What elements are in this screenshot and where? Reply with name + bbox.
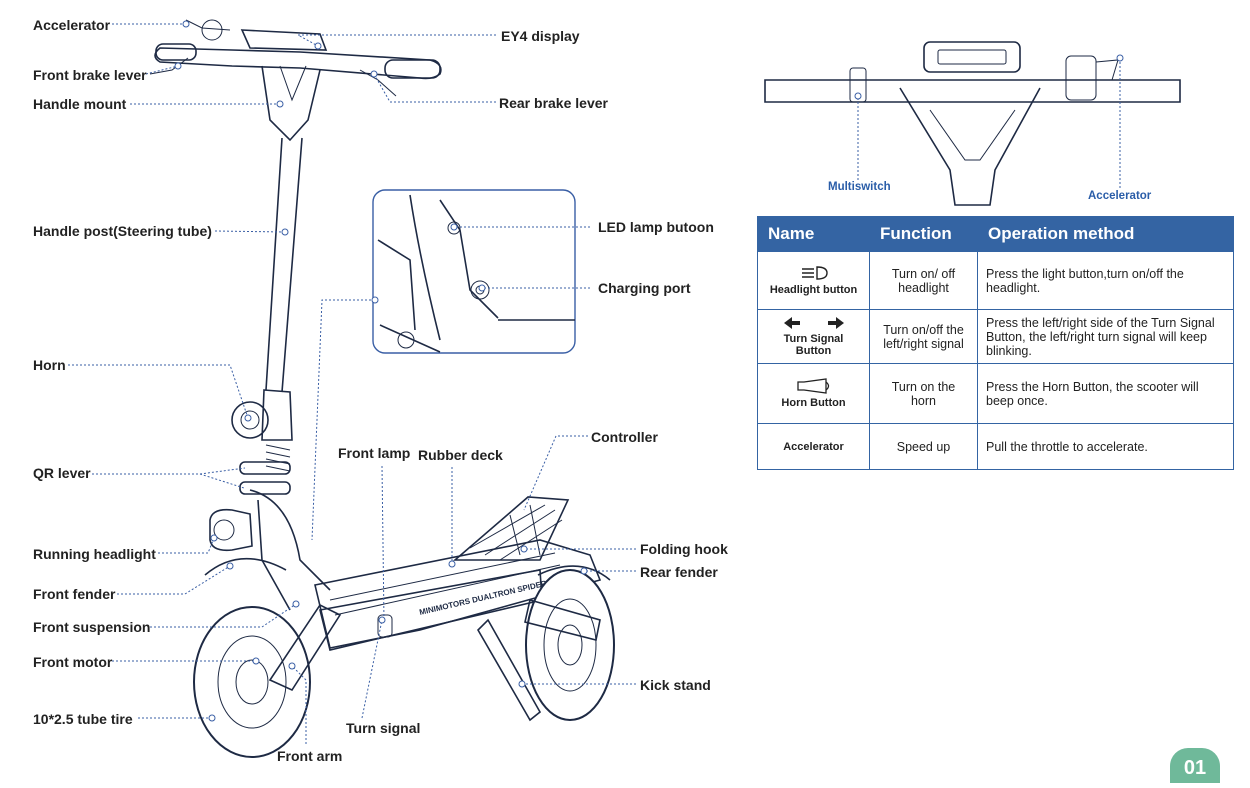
table-row: Headlight button Turn on/ off headlight … bbox=[757, 251, 1234, 310]
brand-text: MINIMOTORS DUALTRON SPIDER bbox=[418, 579, 547, 617]
table-cell-function: Turn on/ off headlight bbox=[869, 251, 978, 310]
label-front-fender: Front fender bbox=[33, 586, 116, 602]
handlebar-top-view bbox=[764, 41, 1181, 206]
horn-icon bbox=[796, 378, 829, 394]
row-name-label: Turn Signal Button bbox=[783, 333, 844, 357]
row-name-label: Horn Button bbox=[781, 397, 846, 409]
label-rear-brake-lever: Rear brake lever bbox=[499, 95, 608, 111]
table-cell-method: Press the light button,turn on/off the h… bbox=[977, 251, 1234, 310]
label-charging-port: Charging port bbox=[598, 280, 691, 296]
page-number-badge: 01 bbox=[1170, 748, 1220, 783]
label-handle-mount: Handle mount bbox=[33, 96, 127, 112]
charging-port-inset bbox=[372, 189, 576, 354]
label-horn: Horn bbox=[33, 357, 66, 373]
table-cell-name: Turn Signal Button bbox=[757, 309, 870, 364]
label-led-lamp-button: LED lamp butoon bbox=[598, 219, 714, 235]
table-cell-method: Press the Horn Button, the scooter will … bbox=[977, 363, 1234, 424]
label-kick-stand: Kick stand bbox=[640, 677, 711, 693]
label-accelerator-top: Accelerator bbox=[1088, 190, 1152, 202]
table-cell-name: Accelerator bbox=[757, 423, 870, 470]
table-cell-method: Pull the throttle to accelerate. bbox=[977, 423, 1234, 470]
marker-rings bbox=[174, 20, 1124, 722]
table-row: Turn Signal Button Turn on/off the left/… bbox=[757, 309, 1234, 364]
table-cell-name: Horn Button bbox=[757, 363, 870, 424]
label-front-brake-lever: Front brake lever bbox=[33, 67, 147, 83]
row-name-label: Headlight button bbox=[769, 284, 858, 296]
label-tube-tire: 10*2.5 tube tire bbox=[33, 711, 133, 727]
leader-lines bbox=[68, 23, 1121, 744]
label-front-arm: Front arm bbox=[277, 748, 343, 764]
header-function: Function bbox=[869, 216, 978, 252]
table-header-row: Name Function Operation method bbox=[757, 216, 1234, 252]
label-rubber-deck: Rubber deck bbox=[418, 447, 503, 463]
label-accelerator: Accelerator bbox=[33, 17, 111, 33]
table-cell-function: Speed up bbox=[869, 423, 978, 470]
label-handle-post: Handle post(Steering tube) bbox=[33, 223, 212, 239]
label-front-lamp: Front lamp bbox=[338, 445, 411, 461]
table-row: Accelerator Speed up Pull the throttle t… bbox=[757, 423, 1234, 470]
table-cell-method: Press the left/right side of the Turn Si… bbox=[977, 309, 1234, 364]
headlight-icon bbox=[801, 266, 828, 280]
label-qr-lever: QR lever bbox=[33, 465, 91, 481]
label-front-motor: Front motor bbox=[33, 654, 113, 670]
label-front-suspension: Front suspension bbox=[33, 619, 151, 635]
header-name: Name bbox=[757, 216, 870, 252]
label-multiswitch: Multiswitch bbox=[828, 181, 891, 193]
table-row: Horn Button Turn on the horn Press the H… bbox=[757, 363, 1234, 424]
label-ey4-display: EY4 display bbox=[501, 28, 580, 44]
scooter-illustration: MINIMOTORS DUALTRON SPIDER bbox=[149, 19, 615, 758]
label-controller: Controller bbox=[591, 429, 658, 445]
label-rear-fender: Rear fender bbox=[640, 564, 718, 580]
table-cell-name: Headlight button bbox=[757, 251, 870, 310]
operation-table: Name Function Operation method Headlight… bbox=[757, 216, 1234, 470]
turn-signal-arrows-icon bbox=[783, 317, 844, 329]
label-running-headlight: Running headlight bbox=[33, 546, 156, 562]
label-folding-hook: Folding hook bbox=[640, 541, 728, 557]
header-operation-method: Operation method bbox=[977, 216, 1234, 252]
table-cell-function: Turn on/off the left/right signal bbox=[869, 309, 978, 364]
table-cell-function: Turn on the horn bbox=[869, 363, 978, 424]
label-turn-signal: Turn signal bbox=[346, 720, 421, 736]
